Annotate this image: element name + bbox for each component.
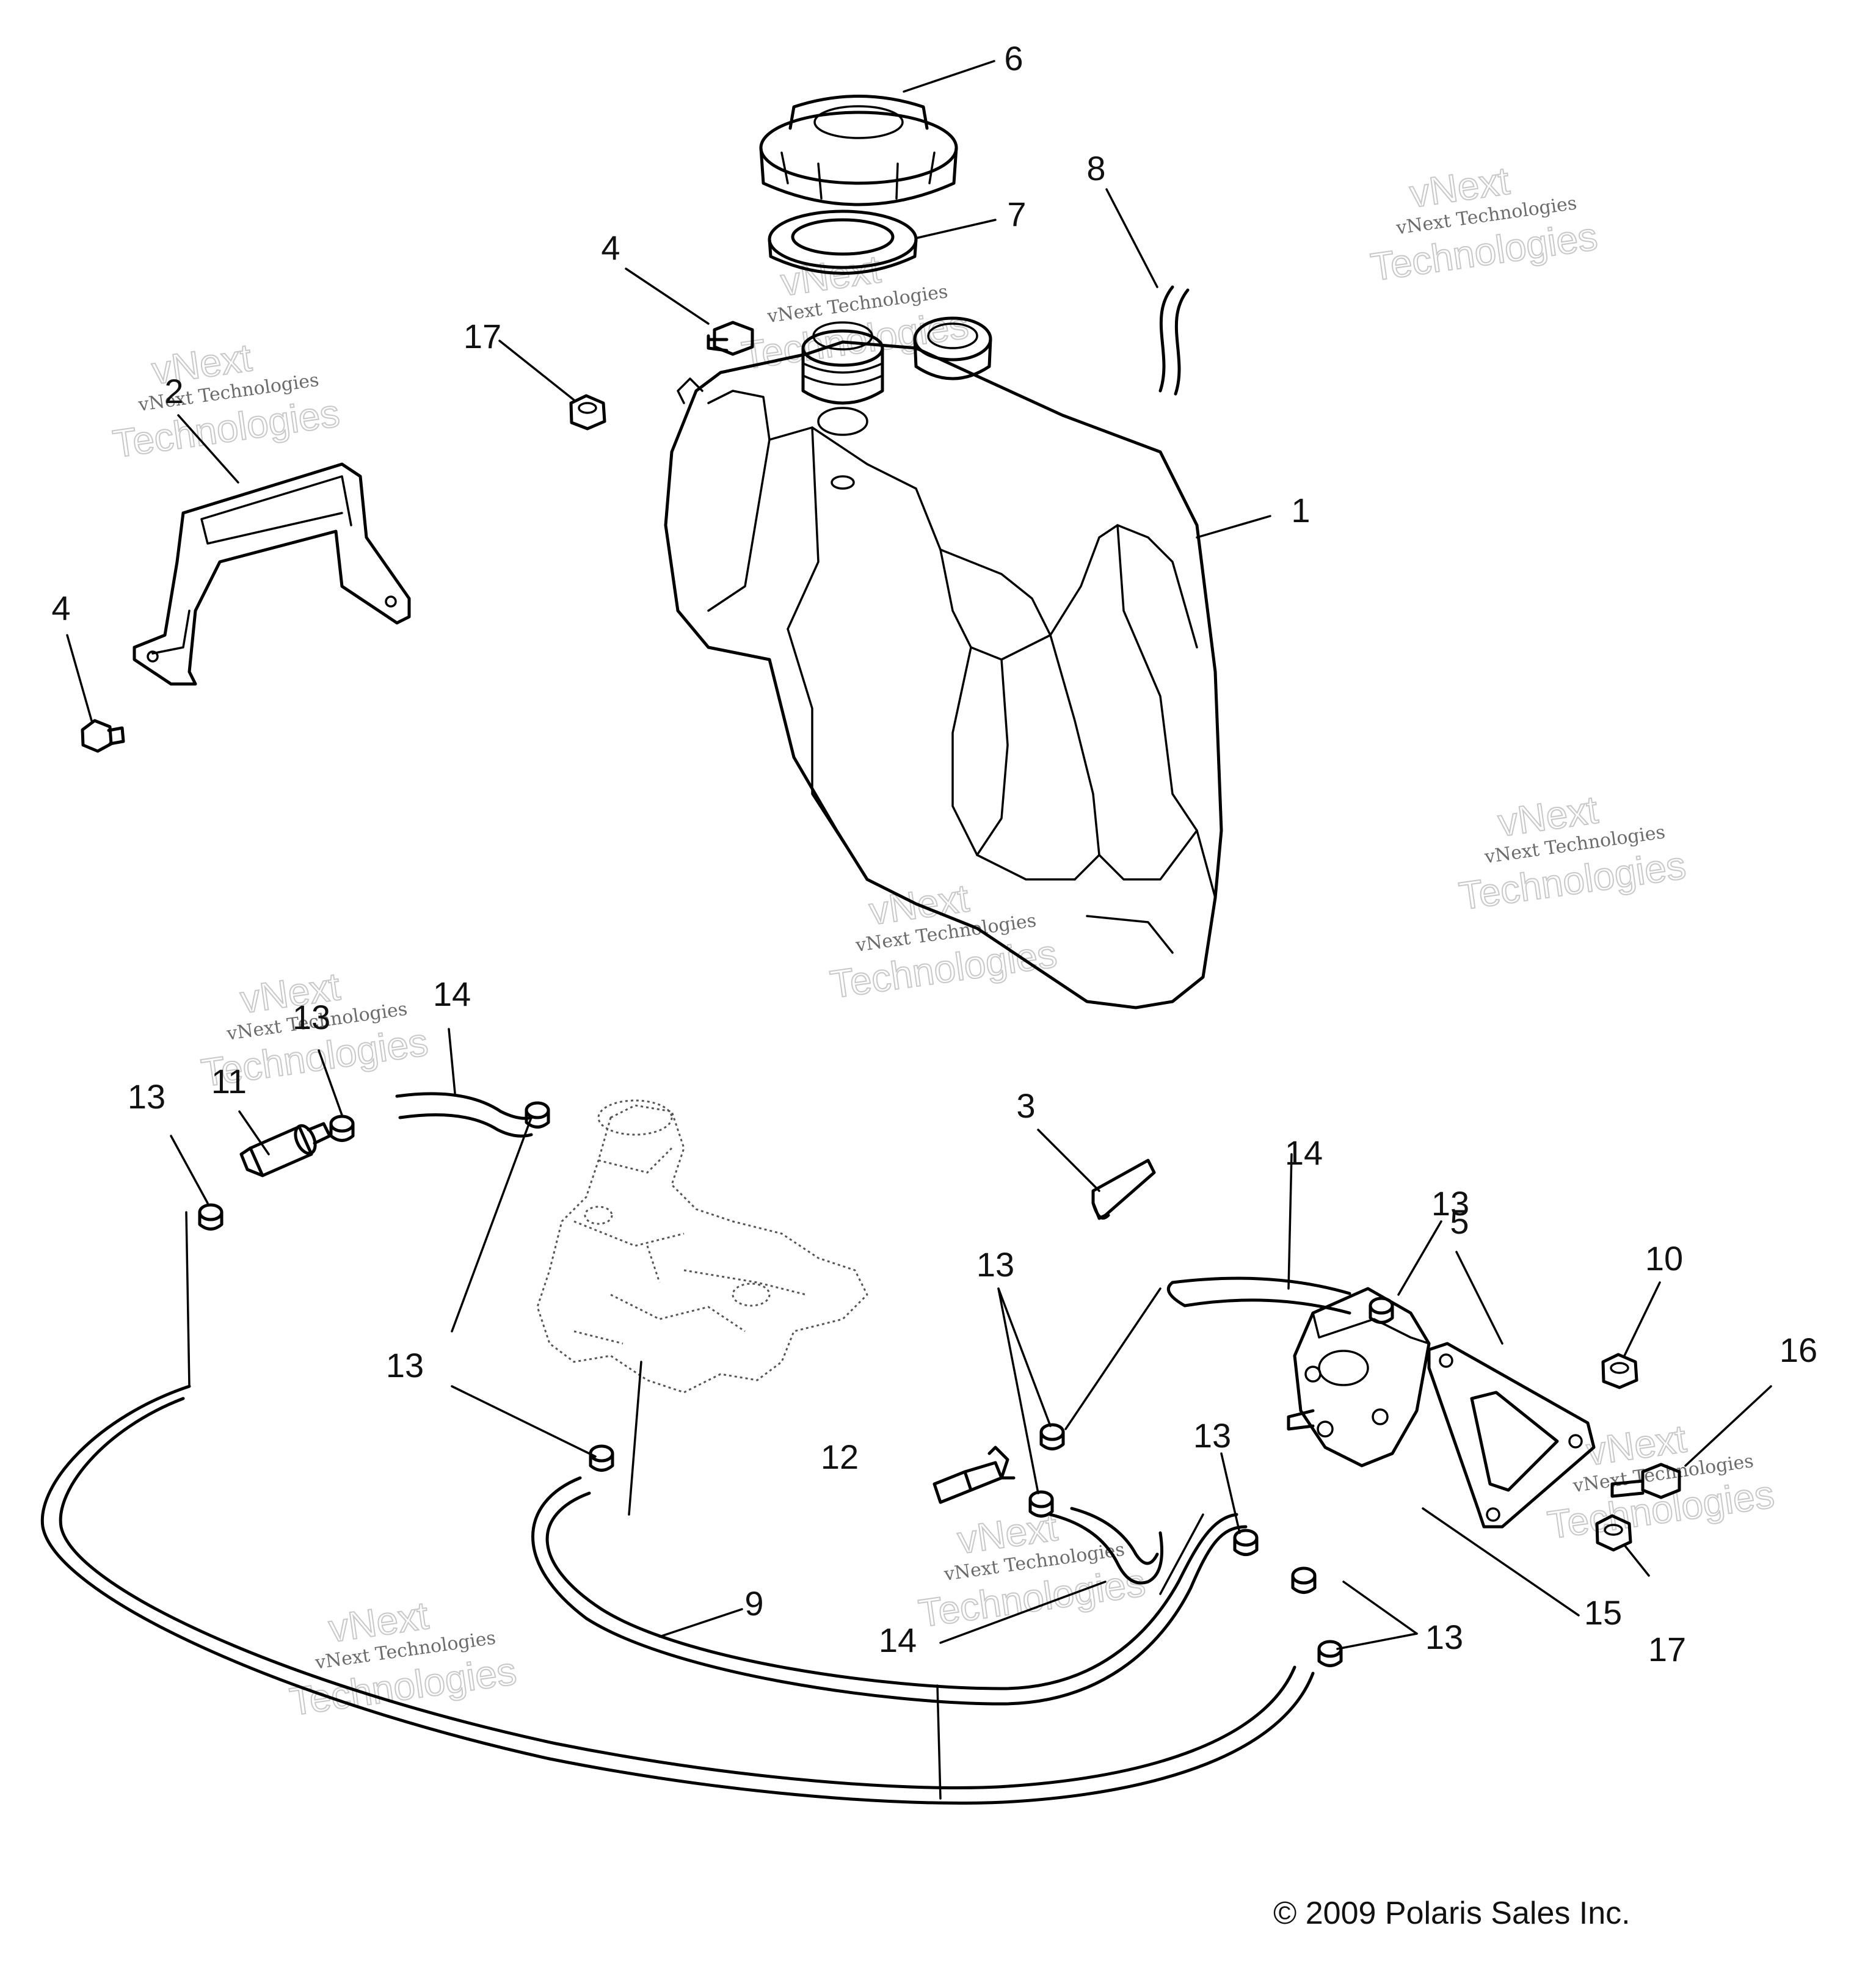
bolt-lower <box>81 719 125 753</box>
clamp <box>525 1101 550 1129</box>
callout-13: 13 <box>128 1077 165 1116</box>
callout-labels: 1 2 3 4 4 5 6 7 8 9 10 11 12 13 13 13 13… <box>51 39 1817 1668</box>
callout-5: 5 <box>1450 1202 1469 1241</box>
clamp <box>589 1444 614 1472</box>
callout-9: 9 <box>744 1584 763 1623</box>
callout-4: 4 <box>51 589 70 627</box>
callout-13: 13 <box>976 1245 1014 1284</box>
callout-14: 14 <box>433 975 471 1013</box>
callout-11: 11 <box>211 1062 247 1100</box>
callout-15: 15 <box>1584 1593 1622 1632</box>
nut-upper <box>569 394 606 431</box>
vent-hose <box>1158 285 1190 396</box>
watermark: vNext vNext Technologies Technologies <box>1544 1416 1778 1548</box>
callout-14: 14 <box>1285 1133 1323 1172</box>
bolt-upper <box>707 321 754 356</box>
clamp <box>198 1203 224 1231</box>
callout-16: 16 <box>1780 1331 1817 1369</box>
watermark: vNext vNext Technologies Technologies <box>827 875 1060 1007</box>
clamp <box>1039 1423 1065 1450</box>
fuel-tank <box>664 316 1223 1009</box>
clamp <box>1291 1566 1317 1594</box>
hose-upper-left <box>395 1092 533 1138</box>
callout-2: 2 <box>164 372 183 410</box>
clamp <box>1317 1640 1343 1667</box>
callout-17: 17 <box>464 317 501 355</box>
watermark-group: vNext vNext Technologies Technologies vN… <box>109 158 1778 1724</box>
watermark: vNext vNext Technologies Technologies <box>109 335 343 467</box>
nut-10 <box>1601 1353 1638 1389</box>
clamp <box>1369 1297 1394 1324</box>
watermark: vNext vNext Technologies Technologies <box>915 1504 1149 1636</box>
tank-bracket <box>133 462 411 686</box>
carburetor-reference-outline <box>536 1099 868 1394</box>
pump-gasket-plate <box>1427 1342 1596 1529</box>
cap-seal-ring <box>768 209 918 275</box>
leader-lines <box>66 60 1772 1800</box>
callout-13: 13 <box>293 998 330 1036</box>
callout-17: 17 <box>1648 1630 1686 1668</box>
callout-6: 6 <box>1004 39 1023 78</box>
watermark: vNext vNext Technologies Technologies <box>1367 158 1601 289</box>
callout-1: 1 <box>1291 491 1310 529</box>
callout-13: 13 <box>1425 1618 1463 1656</box>
callout-10: 10 <box>1645 1239 1683 1278</box>
copyright-notice: © 2009 Polaris Sales Inc. <box>1273 1896 1631 1931</box>
clamp <box>1233 1529 1259 1556</box>
callout-4: 4 <box>601 228 620 267</box>
callout-12: 12 <box>821 1438 859 1476</box>
watermark: vNext vNext Technologies Technologies <box>1456 787 1689 918</box>
fuel-pump <box>1287 1287 1431 1468</box>
callout-13: 13 <box>1431 1184 1469 1223</box>
hose-middle <box>1049 1507 1163 1585</box>
callout-7: 7 <box>1007 195 1026 233</box>
hose-clip <box>1091 1158 1156 1220</box>
hose-upper-right <box>1166 1276 1351 1315</box>
callout-8: 8 <box>1086 149 1105 187</box>
fuel-filter <box>239 1122 332 1177</box>
bolt-16 <box>1610 1463 1681 1499</box>
callout-13: 13 <box>386 1346 424 1384</box>
callout-13: 13 <box>1193 1416 1231 1455</box>
watermark: vNext vNext Technologies Technologies <box>738 246 972 378</box>
clamp <box>1028 1490 1054 1518</box>
fuel-line-loop <box>40 1384 1315 1805</box>
nut-lower <box>1595 1514 1632 1552</box>
fuel-cap <box>759 95 958 206</box>
callout-14: 14 <box>879 1621 917 1659</box>
hose-fitting <box>933 1446 1016 1504</box>
callout-3: 3 <box>1016 1086 1035 1125</box>
clamp <box>329 1115 355 1142</box>
